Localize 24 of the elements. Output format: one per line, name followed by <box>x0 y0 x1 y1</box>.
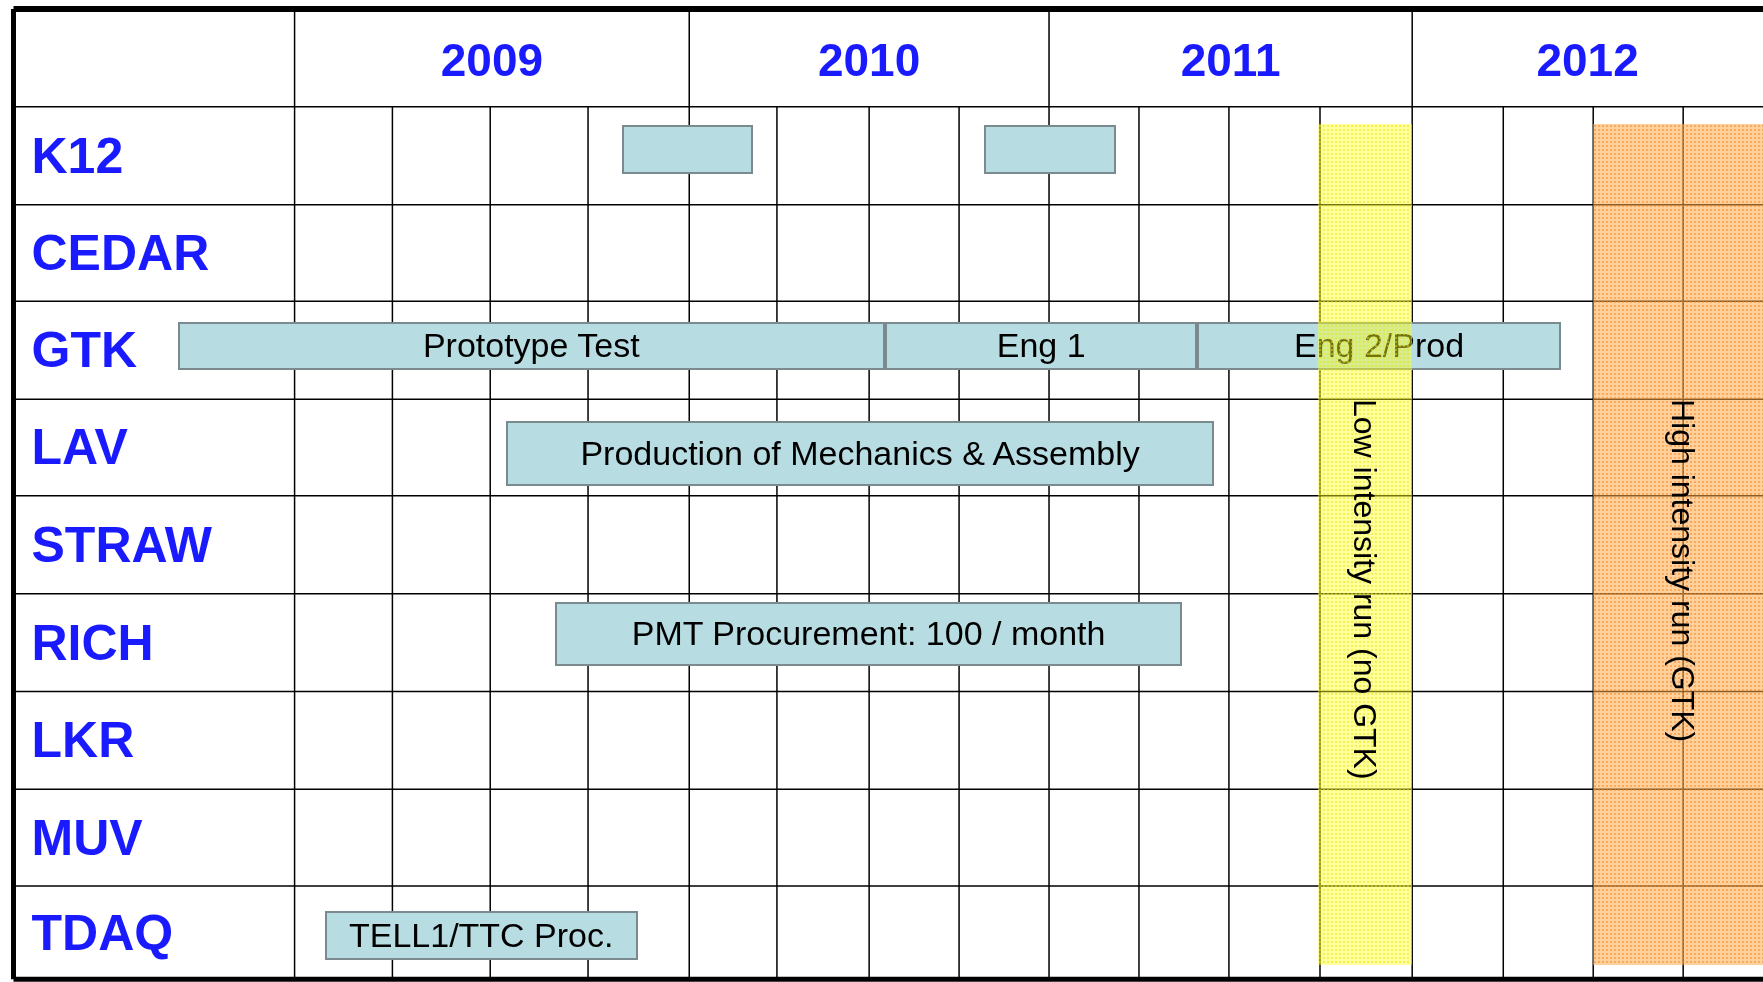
row-label: RICH <box>31 613 154 672</box>
task-bar: Prototype Test <box>177 321 885 370</box>
row-label: LKR <box>31 711 135 770</box>
run-period-band <box>1593 123 1763 965</box>
row-label: K12 <box>31 126 124 185</box>
task-bar: TELL1/TTC Proc. <box>324 910 638 961</box>
task-bar: PMT Procurement: 100 / month <box>555 601 1182 666</box>
task-bar <box>983 124 1117 175</box>
year-header: 2012 <box>1536 33 1639 88</box>
task-bar: Eng 2/Prod <box>1197 321 1561 370</box>
row-label: CEDAR <box>31 223 210 282</box>
year-header: 2011 <box>1180 33 1281 88</box>
year-header: 2009 <box>440 33 544 88</box>
band-label: High intensity run (GTK) <box>1663 399 1701 745</box>
row-label: TDAQ <box>31 903 174 962</box>
task-bar <box>621 124 754 175</box>
task-bar: Production of Mechanics & Assembly <box>505 420 1215 486</box>
band-label: Low intensity run (no GTK) <box>1346 399 1384 782</box>
year-header: 2010 <box>817 33 921 88</box>
row-label: GTK <box>31 321 138 380</box>
row-label: MUV <box>31 808 143 867</box>
task-bar: Eng 1 <box>884 321 1198 370</box>
row-label: LAV <box>31 418 128 477</box>
row-label: STRAW <box>31 515 213 574</box>
